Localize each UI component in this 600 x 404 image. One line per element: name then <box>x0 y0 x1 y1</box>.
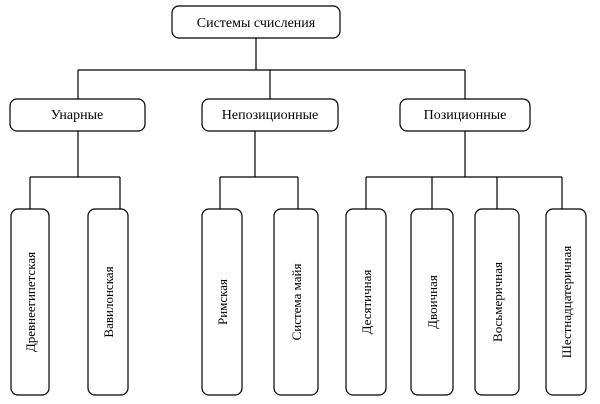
leaf-label-decimal: Десятичная <box>359 270 374 335</box>
leaf-label-binary: Двоичная <box>425 275 440 329</box>
leaf-node-roman: Римская <box>201 208 243 396</box>
leaf-node-ancient-egyptian: Древнеегипетская <box>10 208 50 396</box>
leaf-node-decimal: Десятичная <box>345 208 387 396</box>
category-label-positional: Позиционные <box>424 108 507 123</box>
category-node-positional: Позиционные <box>399 98 531 132</box>
root-label: Системы счисления <box>197 16 316 31</box>
leaf-node-babylonian: Вавилонская <box>87 208 129 396</box>
leaf-node-binary: Двоичная <box>410 208 454 396</box>
category-node-nonpositional: Непозиционные <box>201 98 339 132</box>
leaf-label-maya: Система майя <box>289 264 304 341</box>
leaf-node-octal: Восьмеричная <box>474 208 520 396</box>
category-label-unary: Унарные <box>51 108 104 123</box>
leaf-label-hexadecimal: Шестнадцатеричная <box>559 246 574 359</box>
leaf-node-maya: Система майя <box>273 208 319 396</box>
leaf-label-ancient-egyptian: Древнеегипетская <box>23 252 38 352</box>
category-label-nonpositional: Непозиционные <box>222 108 318 123</box>
leaf-label-babylonian: Вавилонская <box>101 266 116 337</box>
leaf-label-roman: Римская <box>215 279 230 325</box>
connectors <box>29 38 563 209</box>
root-node: Системы счисления <box>171 5 341 39</box>
leaf-node-hexadecimal: Шестнадцатеричная <box>545 208 587 396</box>
leaf-label-octal: Восьмеричная <box>490 262 505 342</box>
category-node-unary: Унарные <box>9 98 146 132</box>
